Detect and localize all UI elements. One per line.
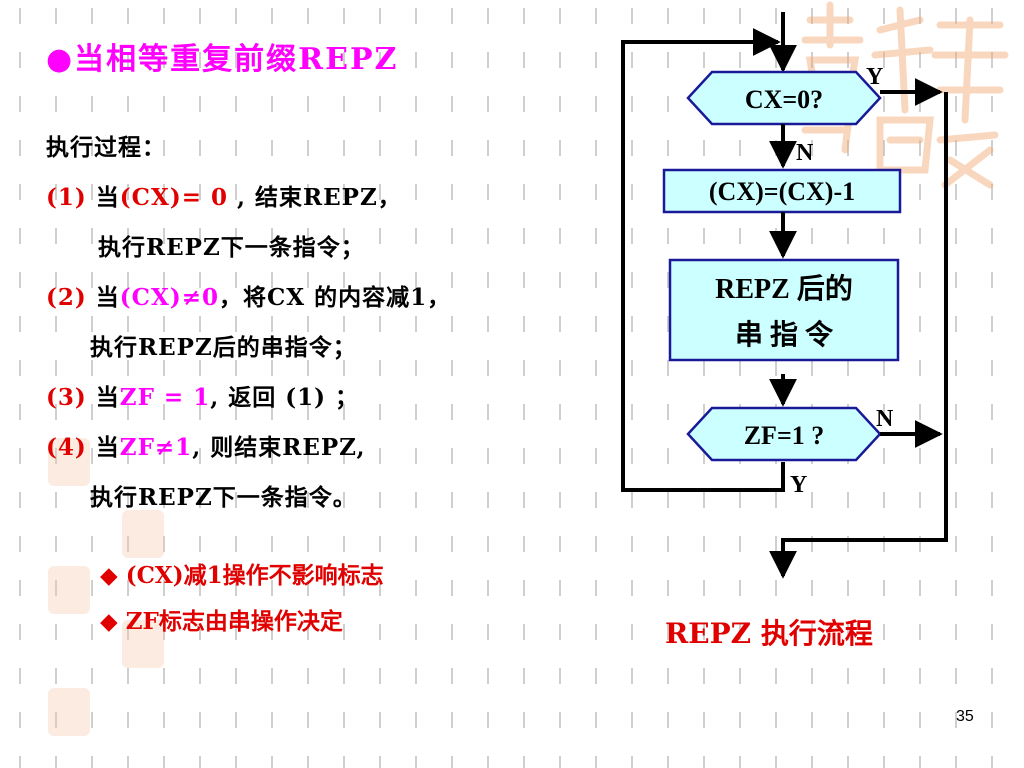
step-3-prefix: 当 — [86, 384, 120, 411]
decision-zf-no-label: N — [876, 406, 894, 432]
step-1-text: , 结束REPZ， — [228, 184, 402, 211]
step-1-prefix: 当 — [86, 184, 120, 211]
process-exec-label-2: 串 指 令 — [735, 318, 834, 351]
note-cx-flags: ◆ (CX)减1操作不影响标志 — [100, 562, 384, 589]
step-2-text: ，将CX 的内容减1， — [219, 284, 452, 311]
step-1-condition: (CX)= 0 — [119, 184, 228, 211]
decision-zf-yes-label: Y — [790, 472, 807, 498]
decision-cx-yes-label: Y — [866, 64, 883, 90]
exit-rail — [769, 92, 948, 579]
decision-cx-no-label: N — [796, 140, 814, 166]
watermark-stamps — [48, 438, 164, 736]
step-4-text: , 则结束REPZ, — [192, 434, 366, 461]
decision-cx-zero — [686, 70, 882, 126]
step-1-continuation: 执行REPZ下一条指令； — [98, 234, 365, 261]
step-4-condition: ZF≠1 — [119, 434, 193, 461]
page-number: 35 — [956, 708, 974, 725]
step-1: (1) 当(CX)= 0 , 结束REPZ， — [46, 178, 402, 212]
step-3: (3) 当ZF = 1, 返回 (1) ； — [46, 378, 359, 412]
step-3-text: , 返回 (1) ； — [210, 384, 360, 411]
step-4-number: (4) — [46, 434, 87, 461]
process-exec-string-op — [668, 258, 900, 362]
step-4-continuation: 执行REPZ下一条指令。 — [90, 484, 357, 511]
process-decrement-cx-label: (CX)=(CX)-1 — [709, 177, 855, 206]
slide-title: ●当相等重复前缀REPZ — [46, 42, 399, 77]
step-3-number: (3) — [46, 384, 87, 411]
step-2: (2) 当(CX)≠0，将CX 的内容减1， — [46, 278, 451, 312]
step-3-condition: ZF = 1 — [119, 384, 211, 411]
step-4: (4) 当ZF≠1, 则结束REPZ, — [46, 428, 366, 462]
step-4-prefix: 当 — [86, 434, 120, 461]
decision-cx-zero-label: CX=0? — [745, 85, 823, 114]
loop-back-line — [621, 28, 785, 492]
note-zf-source: ◆ ZF标志由串操作决定 — [100, 608, 343, 635]
flowchart-caption: REPZ 执行流程 — [665, 617, 873, 650]
step-2-continuation: 执行REPZ后的串指令； — [90, 334, 357, 361]
process-label: 执行过程： — [46, 134, 166, 161]
step-2-prefix: 当 — [86, 284, 120, 311]
step-2-number: (2) — [46, 284, 87, 311]
decision-zf-one-label: ZF=1 ? — [744, 421, 825, 450]
process-exec-label-1: REPZ 后的 — [715, 272, 853, 305]
step-1-number: (1) — [46, 184, 87, 211]
step-2-condition: (CX)≠0 — [119, 284, 219, 311]
